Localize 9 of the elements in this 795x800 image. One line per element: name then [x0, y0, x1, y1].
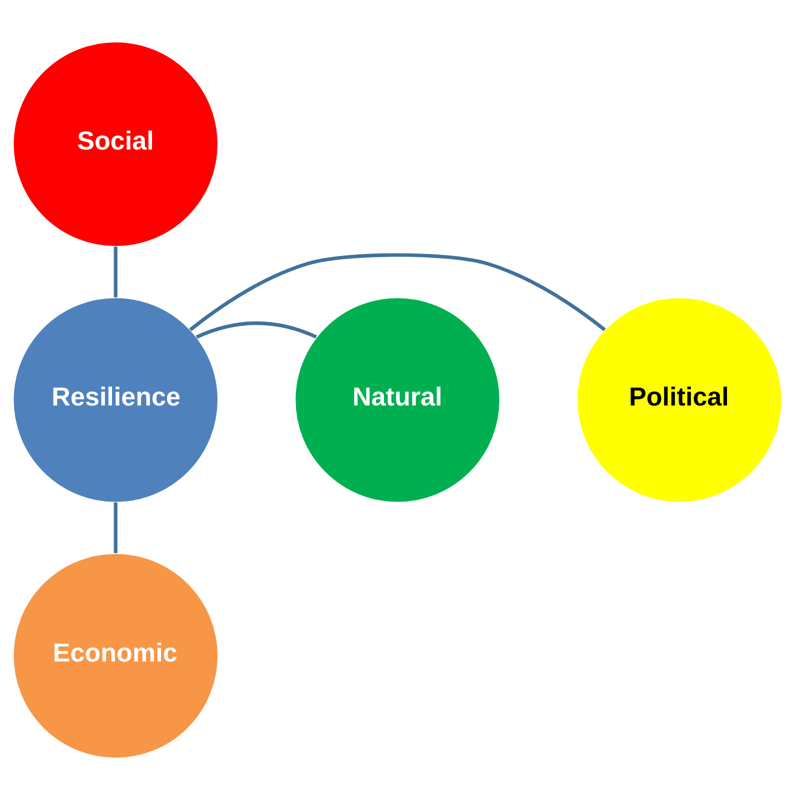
connector — [114, 502, 118, 554]
node-circle: Natural — [294, 296, 501, 504]
node-circle: Resilience — [12, 296, 219, 504]
node-circle: Social — [12, 41, 219, 248]
node-circle: Economic — [12, 552, 219, 759]
connector — [189, 253, 606, 332]
connector — [114, 246, 118, 298]
connector — [196, 321, 317, 339]
node-circle: Political — [576, 296, 782, 504]
